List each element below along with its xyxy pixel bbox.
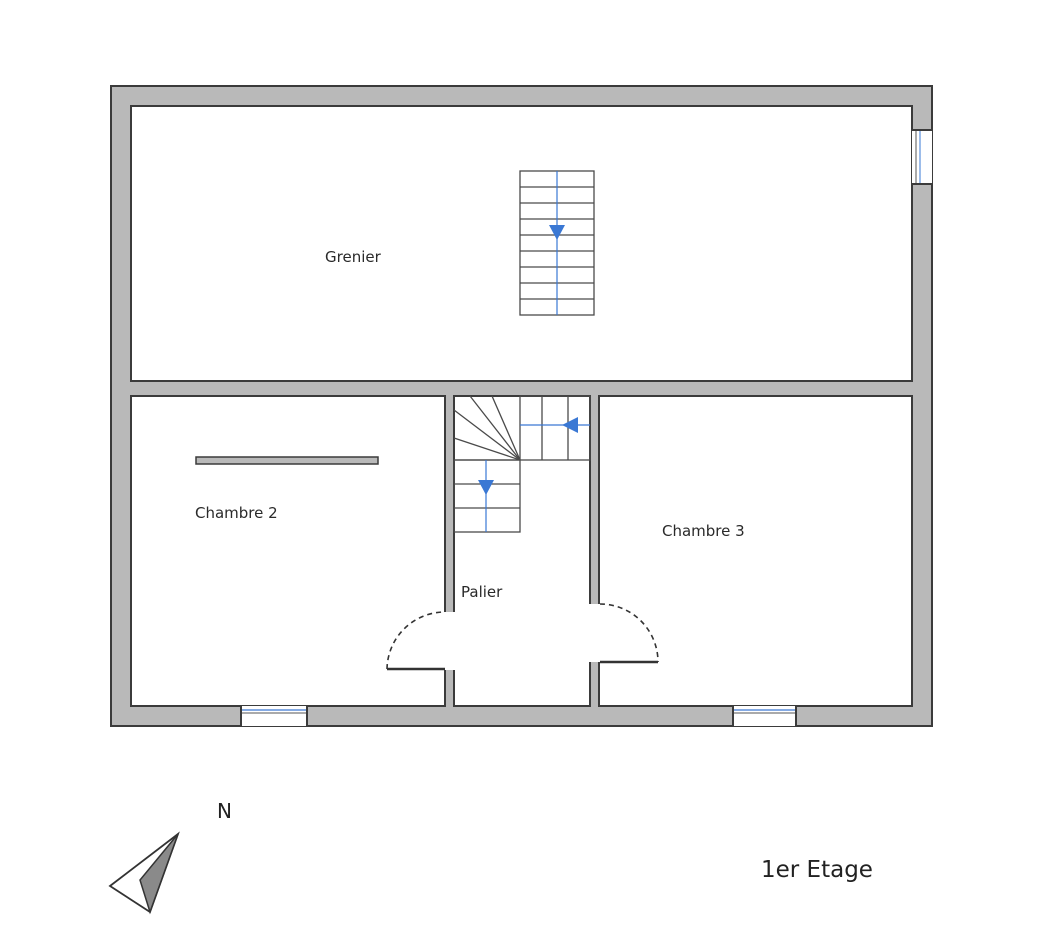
exterior-walls: [110, 85, 933, 727]
grenier-stair: [519, 170, 595, 316]
room-label-chambre-3: Chambre 3: [662, 522, 745, 540]
floor-label: 1er Etage: [761, 857, 873, 883]
window-chambre-2: [240, 706, 308, 726]
window-chambre-3: [732, 706, 797, 726]
palier-stair: [453, 395, 591, 533]
left-arrow-icon: [562, 417, 578, 433]
down-arrow-icon: [549, 225, 565, 240]
door-gap-right: [589, 604, 600, 662]
door-chambre-2: [386, 611, 446, 671]
window-grenier: [912, 129, 932, 185]
north-arrow-icon: [108, 831, 180, 915]
down-arrow-icon: [478, 480, 494, 495]
room-label-chambre-2: Chambre 2: [195, 504, 278, 522]
door-chambre-3: [599, 603, 659, 664]
door-gap-left: [444, 612, 455, 670]
room-label-palier: Palier: [461, 583, 503, 601]
closet-shelf: [195, 456, 379, 465]
room-label-grenier: Grenier: [325, 248, 382, 266]
compass-north-label: N: [217, 799, 232, 823]
